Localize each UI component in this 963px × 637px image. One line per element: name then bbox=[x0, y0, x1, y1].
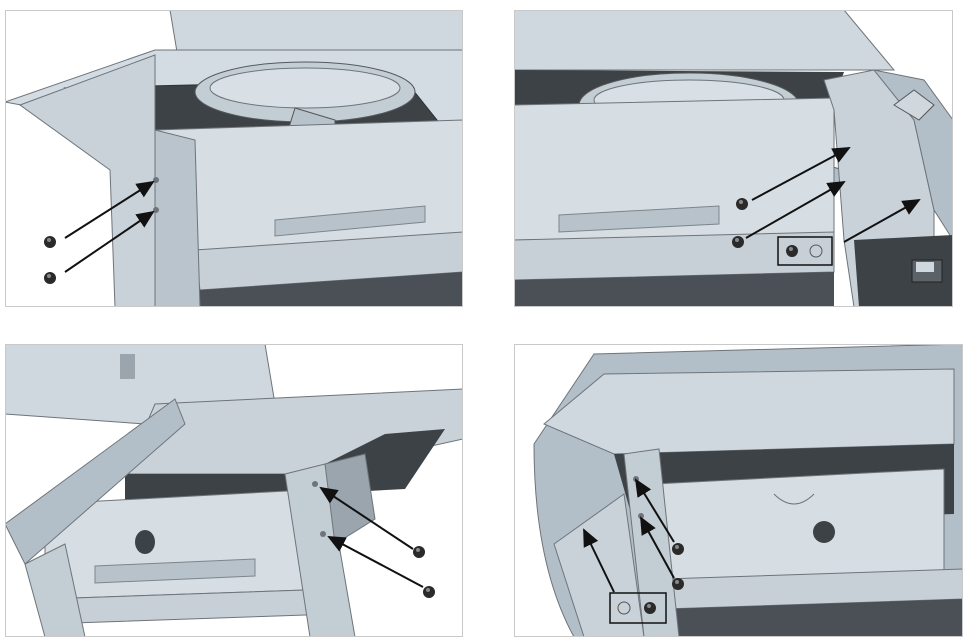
panel-step-2 bbox=[514, 10, 953, 307]
side-bracket bbox=[18, 54, 156, 307]
screw-icon bbox=[44, 236, 56, 248]
panel-2-illustration bbox=[514, 10, 953, 307]
screw-icon bbox=[644, 602, 656, 614]
arrow-icon bbox=[843, 199, 921, 243]
bolt-hole bbox=[153, 177, 159, 183]
shelf-top bbox=[543, 368, 955, 455]
grill-lid bbox=[514, 10, 896, 71]
access-hole bbox=[813, 521, 835, 543]
screw-icon bbox=[413, 546, 425, 558]
bolt-hole bbox=[809, 244, 823, 258]
arrow-icon bbox=[634, 478, 675, 543]
panel-3-illustration bbox=[5, 344, 463, 637]
bolt-hole bbox=[617, 601, 631, 615]
side-panel bbox=[872, 69, 953, 241]
arrow-icon bbox=[327, 536, 424, 588]
cabinet-interior bbox=[854, 235, 953, 307]
lid-handle bbox=[120, 354, 135, 379]
arrow-icon bbox=[583, 528, 615, 593]
arrow-icon bbox=[64, 210, 155, 273]
detail-box bbox=[777, 236, 833, 266]
leg-bracket bbox=[324, 453, 376, 545]
right-leg bbox=[284, 463, 356, 637]
panel-step-1 bbox=[5, 10, 463, 307]
screw-icon bbox=[732, 236, 744, 248]
lower-shadow bbox=[514, 272, 834, 307]
front-panel-slot bbox=[94, 558, 256, 584]
panel-step-3 bbox=[5, 344, 463, 637]
screw-icon bbox=[672, 578, 684, 590]
bolt-hole bbox=[153, 207, 159, 213]
screw-icon bbox=[672, 543, 684, 555]
lower-shadow bbox=[200, 272, 463, 307]
lower-rail bbox=[514, 231, 835, 281]
detail-box bbox=[609, 592, 667, 624]
burner-top bbox=[209, 67, 401, 109]
left-leg bbox=[24, 543, 86, 637]
arrow-icon bbox=[751, 147, 851, 201]
side-bracket bbox=[553, 493, 645, 637]
bolt-hole bbox=[312, 481, 318, 487]
frame-beam bbox=[5, 398, 186, 565]
bolt-hole bbox=[320, 531, 326, 537]
panel-4-illustration bbox=[514, 344, 963, 637]
leg bbox=[154, 129, 201, 307]
arrow-icon bbox=[319, 486, 414, 550]
arrow-icon bbox=[640, 516, 675, 579]
screw-icon bbox=[786, 245, 798, 257]
screw-icon bbox=[423, 586, 435, 598]
valve-bracket bbox=[893, 89, 935, 121]
front-panel bbox=[653, 468, 945, 585]
front-panel-slot bbox=[274, 205, 426, 237]
front-panel-slot bbox=[558, 205, 720, 233]
arrow-icon bbox=[745, 181, 846, 239]
igniter-module bbox=[911, 259, 943, 283]
access-hole bbox=[135, 530, 155, 554]
panel-1-illustration bbox=[5, 10, 463, 307]
screw-icon bbox=[44, 272, 56, 284]
panel-notch bbox=[773, 493, 815, 505]
panel-step-4 bbox=[514, 344, 963, 637]
lower-shadow bbox=[664, 599, 963, 637]
arrow-icon bbox=[64, 180, 155, 239]
screw-icon bbox=[736, 198, 748, 210]
